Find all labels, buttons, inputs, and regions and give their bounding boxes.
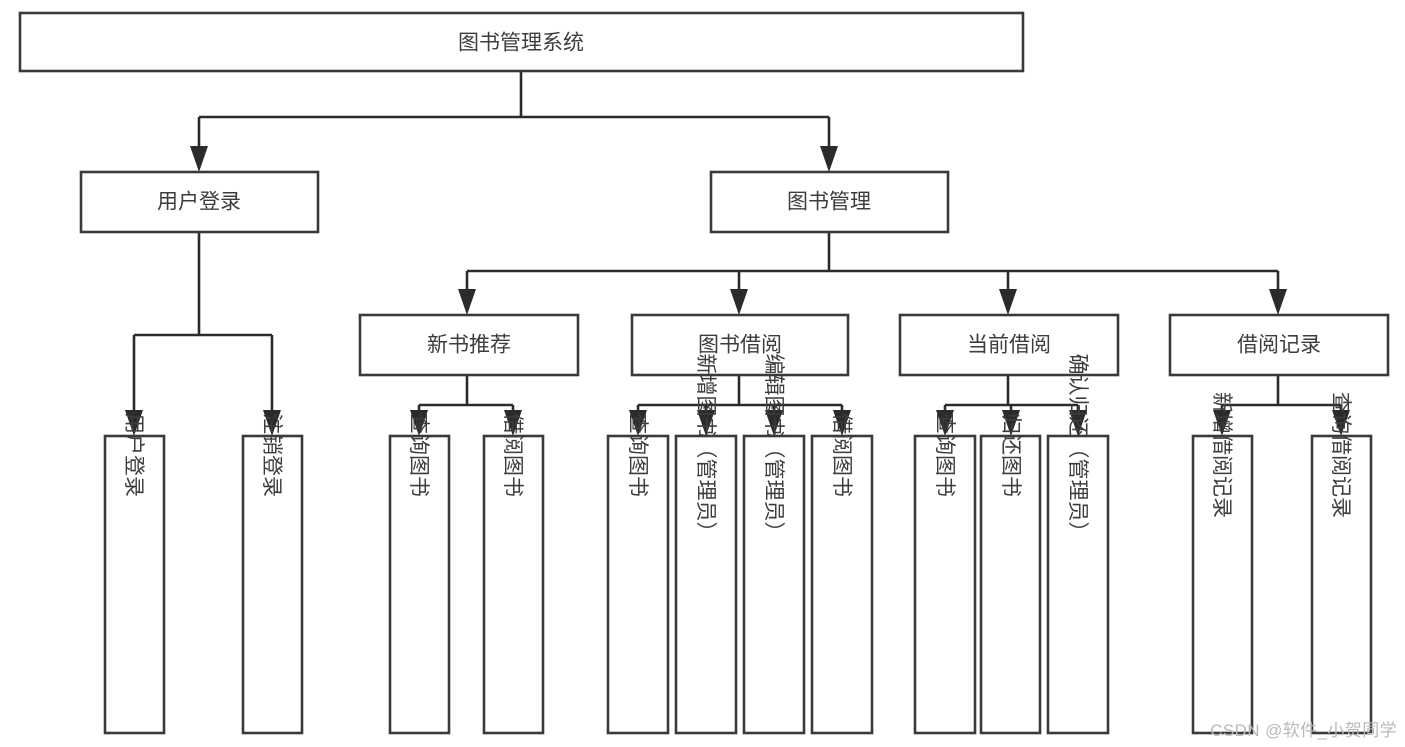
node-leaf-query-book-borrow-label: 查询图书 [626, 413, 649, 497]
node-leaf-return-book-label: 归还图书 [999, 413, 1022, 497]
node-leaf-query-book-borrow[interactable]: 查询图书 [606, 413, 670, 735]
node-user-login-label: 用户登录 [157, 191, 241, 214]
node-leaf-return-book[interactable]: 归还图书 [979, 413, 1042, 735]
csdn-watermark: CSDN @软件_小贺同学 [1210, 721, 1397, 740]
arrow-head-leaf-edit-book-admin [765, 410, 783, 436]
node-leaf-add-borrow-record[interactable]: 新增借阅记录 [1191, 392, 1254, 735]
node-leaf-add-borrow-record-box[interactable] [1191, 434, 1254, 735]
node-borrow-record-box[interactable] [1168, 313, 1390, 377]
node-leaf-user-login-box[interactable] [103, 434, 166, 735]
node-leaf-add-borrow-record-label: 新增借阅记录 [1210, 392, 1233, 518]
node-current-borrow-box[interactable] [898, 313, 1120, 377]
node-leaf-add-book-admin-box[interactable] [674, 434, 738, 735]
node-book-management-box[interactable] [709, 170, 950, 234]
node-current-borrow-label: 当前借阅 [967, 334, 1051, 357]
arrow-head-borrow-record [1269, 289, 1287, 315]
node-leaf-edit-book-admin[interactable]: 编辑图书（管理员） [742, 354, 806, 735]
connector-group-root [190, 71, 838, 172]
node-leaf-user-login-label: 用户登录 [122, 413, 145, 497]
node-user-login[interactable]: 用户登录 [79, 170, 320, 234]
node-leaf-query-book-recommend[interactable]: 查询图书 [388, 413, 451, 735]
arrow-head-leaf-return-book [1002, 410, 1020, 436]
node-current-borrow[interactable]: 当前借阅 [898, 313, 1120, 377]
connector-group-book-borrow [629, 375, 851, 436]
node-user-login-box[interactable] [79, 170, 320, 234]
node-leaf-query-book-borrow-box[interactable] [606, 434, 670, 735]
node-borrow-record[interactable]: 借阅记录 [1168, 313, 1390, 377]
node-book-borrow-box[interactable] [630, 313, 850, 377]
node-leaf-edit-book-admin-box[interactable] [742, 434, 806, 735]
arrow-head-current-borrow [999, 289, 1017, 315]
arrow-head-leaf-query-borrow-record [1332, 410, 1350, 436]
connector-group-book-management [458, 232, 1287, 315]
arrow-head-leaf-logout [263, 410, 281, 436]
node-leaf-edit-book-admin-label: 编辑图书（管理员） [762, 354, 785, 543]
arrow-head-book-management [820, 146, 838, 172]
node-leaf-query-book-current-box[interactable] [913, 434, 977, 735]
arrow-head-leaf-query-book-recommend [410, 410, 428, 436]
node-leaf-borrow-book-box[interactable] [810, 434, 874, 735]
node-leaf-add-book-admin-label: 新增图书（管理员） [694, 354, 717, 543]
arrow-head-leaf-borrow-book [833, 410, 851, 436]
node-leaf-query-book-current[interactable]: 查询图书 [913, 413, 977, 735]
node-book-borrow[interactable]: 图书借阅 [630, 313, 850, 377]
node-leaf-query-borrow-record[interactable]: 查询借阅记录 [1310, 392, 1373, 735]
arrow-head-leaf-user-login [125, 410, 143, 436]
node-leaf-return-book-box[interactable] [979, 434, 1042, 735]
arrow-head-leaf-add-book-admin [697, 410, 715, 436]
arrow-head-leaf-query-book-current [936, 410, 954, 436]
node-leaf-borrow-book[interactable]: 借阅图书 [810, 413, 874, 735]
connector-group-borrow-record [1213, 375, 1350, 436]
node-leaf-query-book-current-label: 查询图书 [933, 413, 956, 497]
arrow-head-leaf-query-book-borrow [629, 410, 647, 436]
node-leaf-query-book-recommend-label: 查询图书 [407, 413, 430, 497]
node-leaf-confirm-return-admin-box[interactable] [1046, 434, 1110, 735]
node-leaf-logout-label: 注销登录 [260, 413, 283, 497]
node-book-management-label: 图书管理 [787, 191, 871, 214]
node-leaf-borrow-book-recommend-label: 借阅图书 [501, 413, 524, 497]
node-leaf-confirm-return-admin[interactable]: 确认归还（管理员） [1046, 354, 1110, 735]
node-root[interactable]: 图书管理系统 [18, 11, 1025, 73]
node-leaf-user-login[interactable]: 用户登录 [103, 413, 166, 735]
node-leaf-borrow-book-recommend[interactable]: 借阅图书 [482, 413, 545, 735]
node-leaf-logout[interactable]: 注销登录 [241, 413, 304, 735]
node-new-book-recommend-box[interactable] [358, 313, 580, 377]
node-borrow-record-label: 借阅记录 [1237, 334, 1321, 357]
node-book-management[interactable]: 图书管理 [709, 170, 950, 234]
node-root-box[interactable] [18, 11, 1025, 73]
connector-group-new-book-recommend [410, 375, 522, 436]
node-leaf-confirm-return-admin-label: 确认归还（管理员） [1066, 354, 1089, 543]
arrow-head-new-book-recommend [458, 289, 476, 315]
node-root-label: 图书管理系统 [458, 32, 584, 55]
node-leaf-logout-box[interactable] [241, 434, 304, 735]
node-book-borrow-label: 图书借阅 [698, 334, 782, 357]
arrow-head-book-borrow [730, 289, 748, 315]
node-leaf-query-book-recommend-box[interactable] [388, 434, 451, 735]
arrow-head-leaf-confirm-return-admin [1069, 410, 1087, 436]
node-new-book-recommend-label: 新书推荐 [427, 334, 511, 357]
node-leaf-query-borrow-record-box[interactable] [1310, 434, 1373, 735]
node-new-book-recommend[interactable]: 新书推荐 [358, 313, 580, 377]
connector-group-current-borrow [936, 375, 1087, 436]
connector-group-user-login [125, 232, 281, 436]
arrow-head-leaf-add-borrow-record [1213, 410, 1231, 436]
node-leaf-borrow-book-label: 借阅图书 [830, 413, 853, 497]
node-leaf-query-borrow-record-label: 查询借阅记录 [1329, 392, 1352, 518]
arrow-head-leaf-borrow-book-recommend [504, 410, 522, 436]
arrow-head-user-login [190, 146, 208, 172]
node-leaf-add-book-admin[interactable]: 新增图书（管理员） [674, 354, 738, 735]
node-leaf-borrow-book-recommend-box[interactable] [482, 434, 545, 735]
